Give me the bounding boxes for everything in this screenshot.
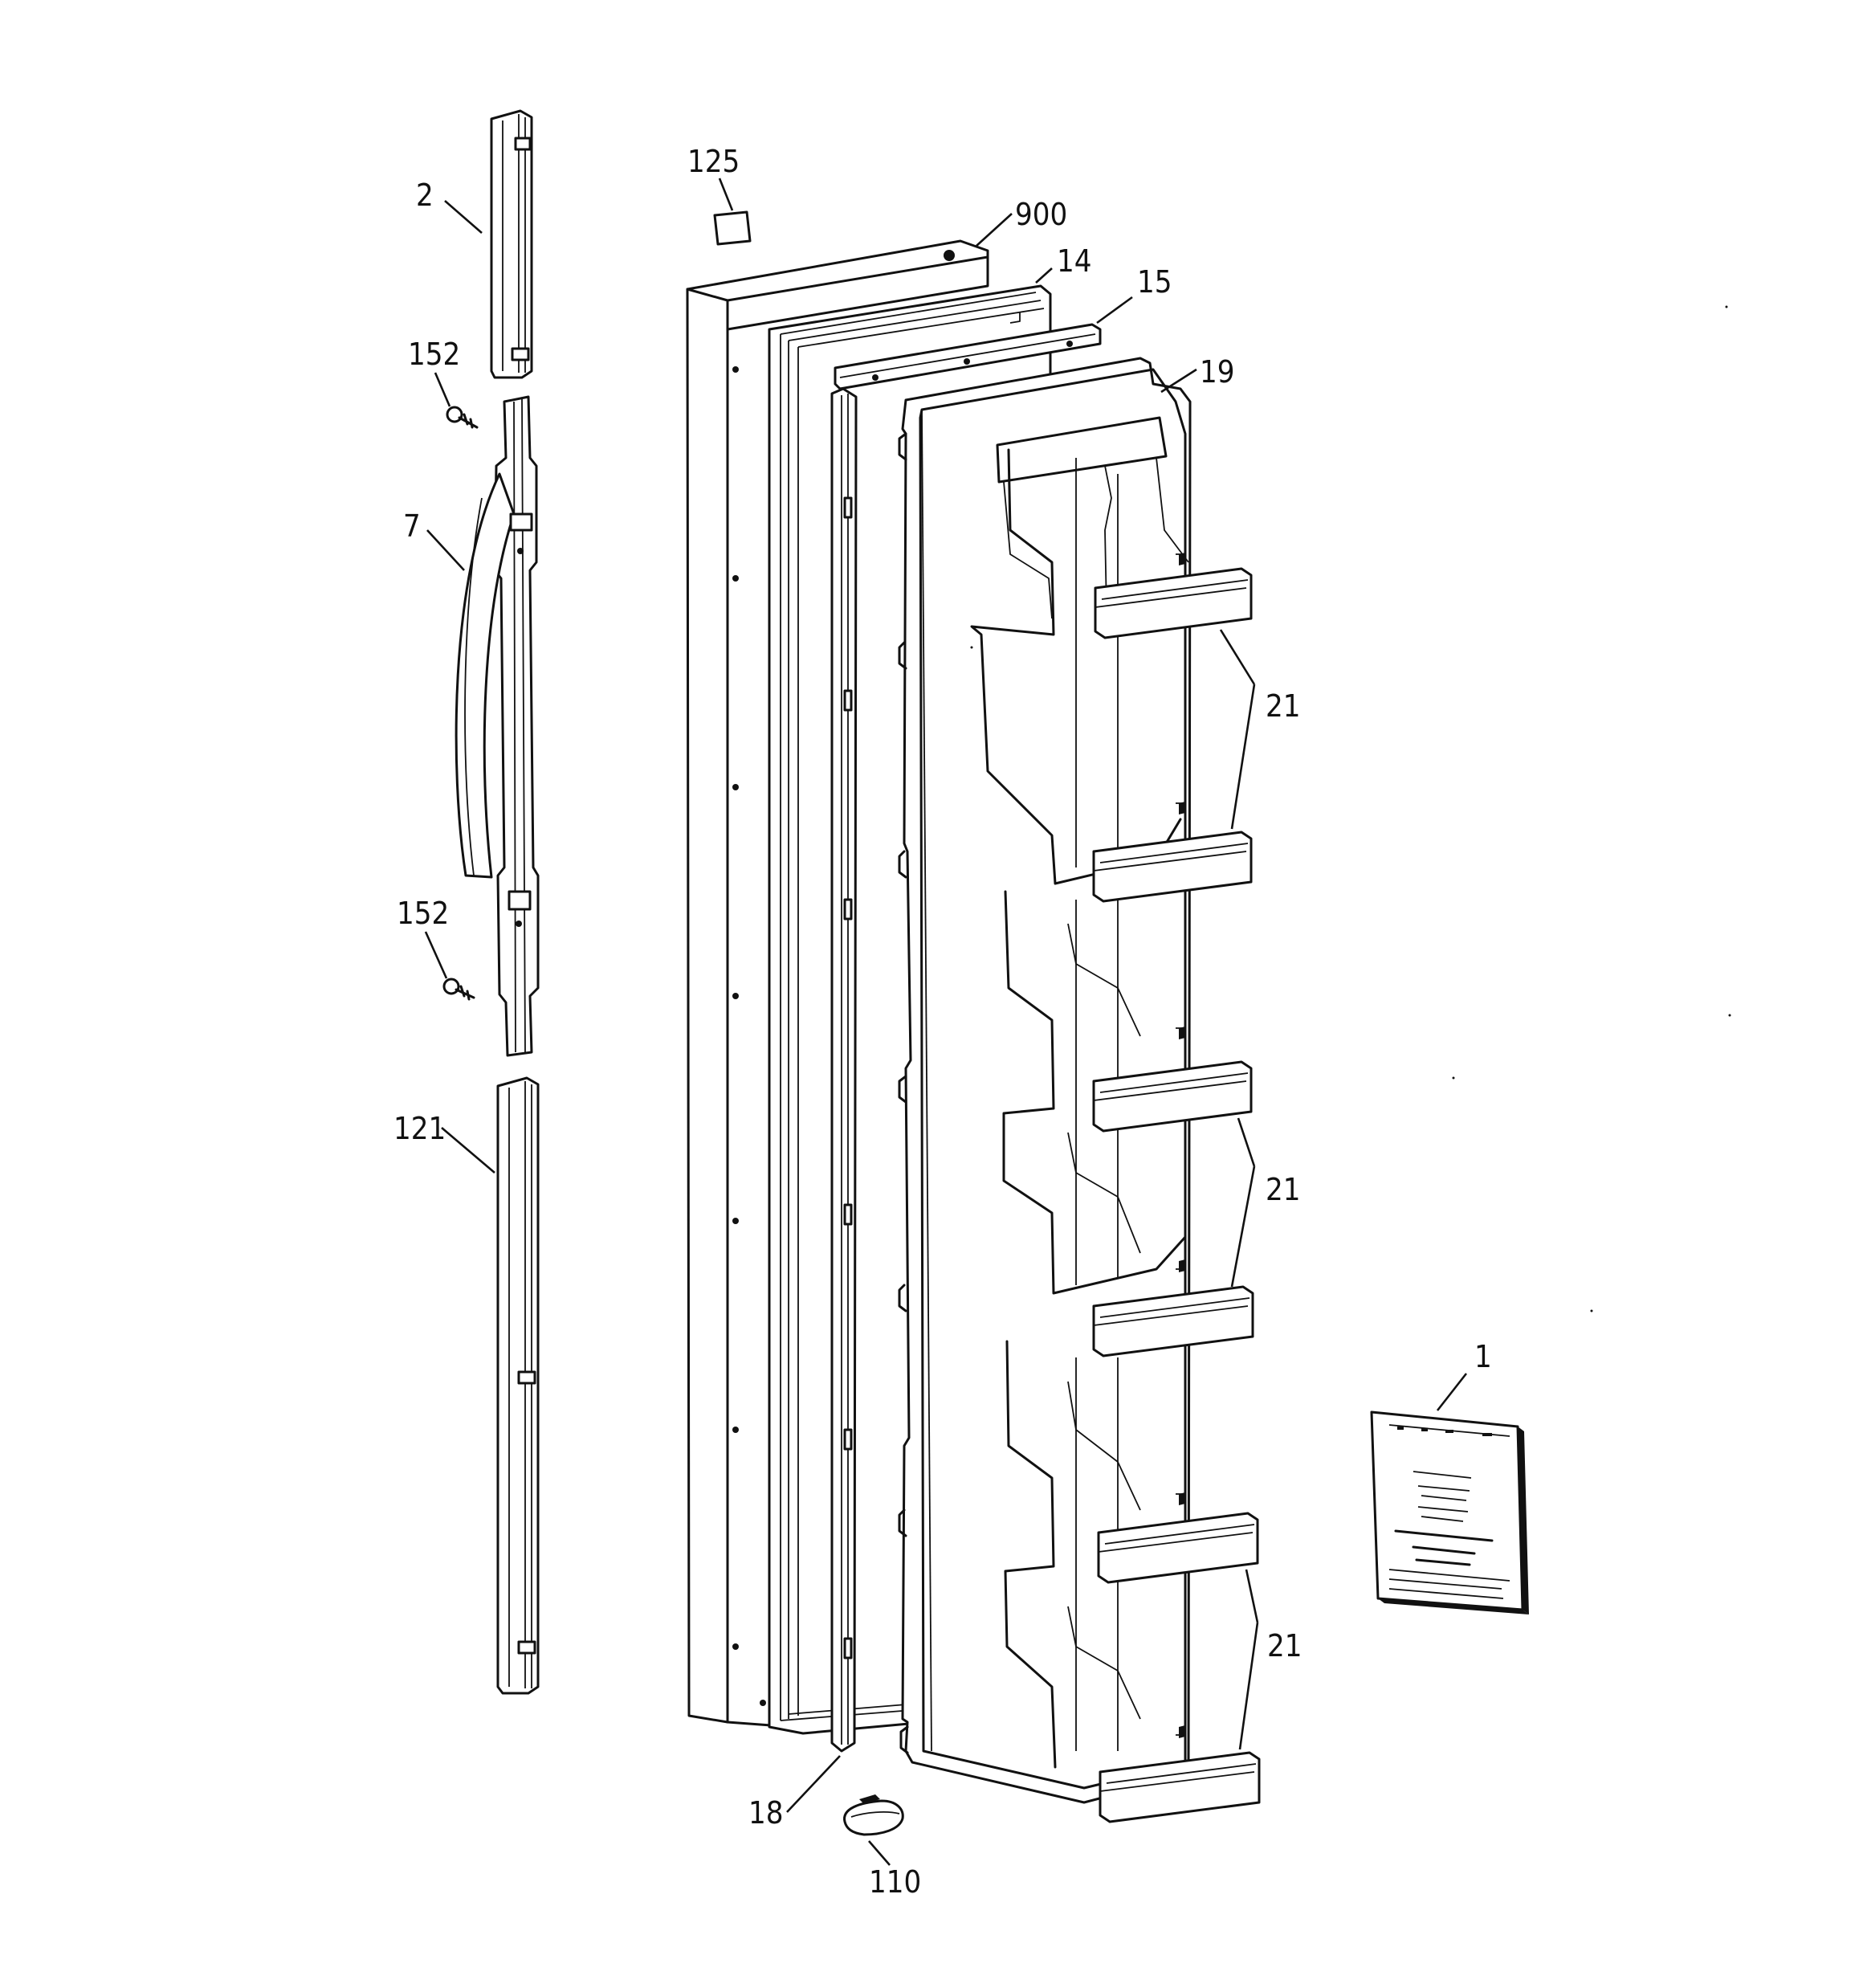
leader-lines	[424, 178, 1468, 1866]
shelf-rail-6[interactable]	[1099, 1751, 1261, 1823]
part-15-breaker-strip[interactable]	[834, 323, 1102, 390]
callout-7: 7	[403, 508, 421, 544]
callout-18: 18	[748, 1795, 784, 1831]
part-21-shelf-rails[interactable]	[1092, 567, 1261, 1823]
callout-2: 2	[416, 178, 434, 213]
callout-labels: 2 152 7 152 121 125 900 14 15 19 21 21 2…	[393, 144, 1492, 1900]
part-121-lower-trim[interactable]	[496, 1076, 540, 1695]
callout-152-bottom: 152	[397, 896, 449, 931]
part-900-screw-holes	[732, 250, 955, 1706]
callout-15: 15	[1137, 264, 1172, 300]
callout-14: 14	[1057, 243, 1092, 279]
callout-21-middle: 21	[1266, 1172, 1301, 1207]
part-18-side-strip[interactable]	[830, 387, 858, 1753]
part-2-upper-trim[interactable]	[490, 109, 533, 379]
part-1-owner-manual[interactable]	[1370, 1410, 1529, 1614]
shelf-rail-2[interactable]	[1092, 831, 1253, 903]
shelf-rail-1[interactable]	[1094, 567, 1253, 639]
callout-125: 125	[687, 144, 740, 179]
callout-121: 121	[393, 1111, 446, 1146]
callout-152-top: 152	[408, 337, 460, 372]
part-152-upper-screw[interactable]	[446, 406, 479, 429]
part-110-bottom-cap[interactable]	[843, 1794, 904, 1836]
scan-specks	[970, 305, 1731, 1312]
shelf-rail-3[interactable]	[1092, 1060, 1253, 1133]
part-152-lower-screw[interactable]	[442, 978, 475, 1001]
part-7-door-handle[interactable]	[455, 395, 540, 1057]
shelf-rail-4[interactable]	[1092, 1285, 1254, 1357]
part-19-door-liner[interactable]	[898, 357, 1192, 1804]
callout-900: 900	[1015, 197, 1067, 232]
callout-1: 1	[1474, 1339, 1492, 1374]
part-125-plug[interactable]	[713, 210, 752, 246]
callout-110: 110	[869, 1864, 921, 1900]
part-900-outer-door[interactable]	[686, 239, 989, 1727]
callout-19: 19	[1200, 354, 1235, 390]
callout-21-bottom: 21	[1267, 1628, 1302, 1663]
callout-21-top: 21	[1266, 688, 1301, 724]
shelf-rail-5[interactable]	[1097, 1512, 1259, 1584]
